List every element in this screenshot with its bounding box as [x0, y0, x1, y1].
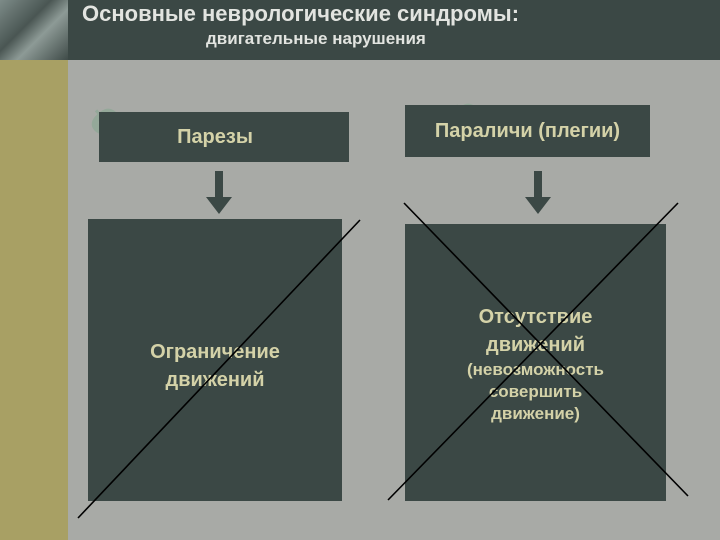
- strike-line: [77, 219, 361, 519]
- sidebar-accent: [0, 60, 68, 540]
- slide-title: Основные неврологические синдромы:: [82, 1, 520, 26]
- strike-line: [403, 202, 689, 497]
- header-image: [0, 0, 68, 60]
- movement-absence-text: Отсутствие движений: [478, 306, 593, 356]
- paresis-label: Парезы: [99, 112, 349, 162]
- strike-line: [387, 202, 679, 501]
- movement-limitation-box: Ограничение движений: [88, 219, 342, 501]
- movement-absence-box: Отсутствие движений (невозможность совер…: [405, 224, 666, 501]
- slide-subtitle: двигательные нарушения: [206, 29, 426, 48]
- paralysis-label: Параличи (плегии): [405, 105, 650, 157]
- arrow-down-icon: [206, 171, 232, 214]
- movement-limitation-text: Ограничение движений: [150, 341, 280, 391]
- arrow-down-icon: [525, 171, 551, 214]
- slide-header: Основные неврологические синдромы: двига…: [0, 0, 720, 60]
